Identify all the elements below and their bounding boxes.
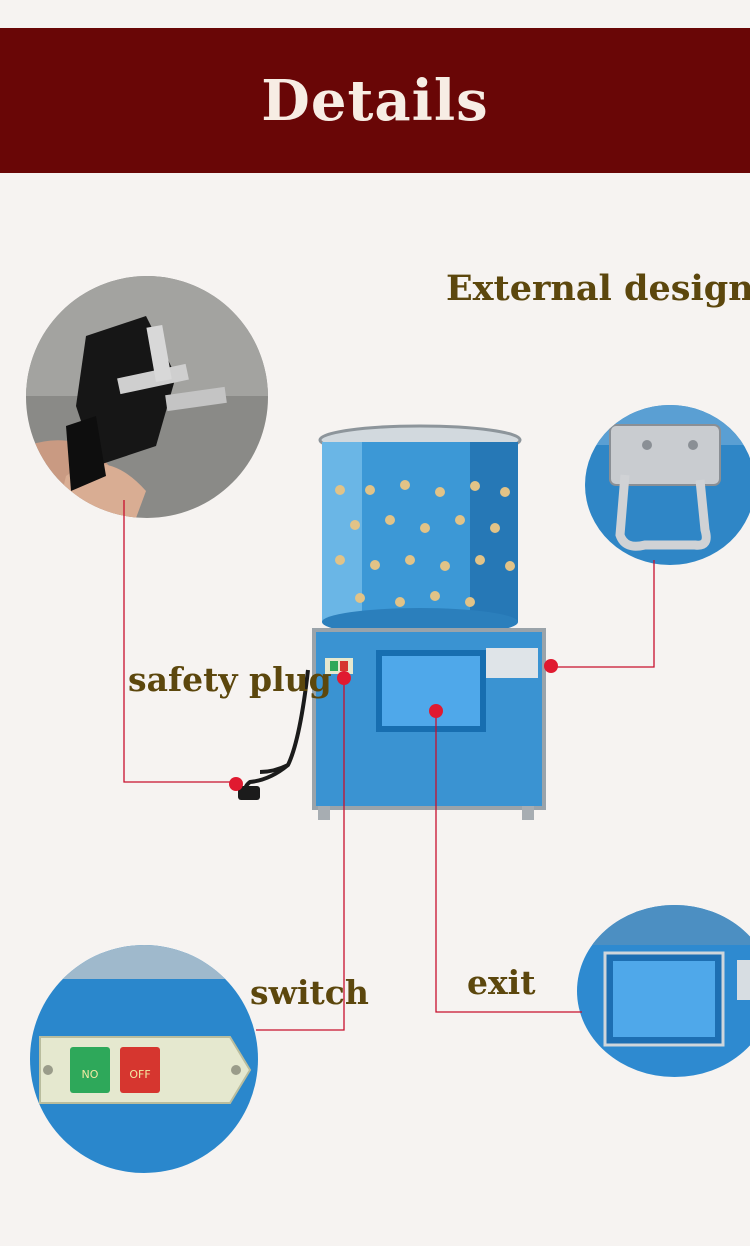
plucker-machine-photo bbox=[230, 420, 570, 830]
exit-label: exit bbox=[467, 963, 536, 1002]
banner-title: Details bbox=[261, 67, 489, 134]
switch-off-label: OFF bbox=[129, 1068, 150, 1081]
details-banner: Details bbox=[0, 28, 750, 173]
switch-photo: NO OFF bbox=[30, 945, 258, 1173]
switch-on-label: NO bbox=[82, 1068, 99, 1081]
section-subtitle: External design bbox=[446, 268, 750, 309]
handle-photo bbox=[585, 405, 750, 565]
exit-photo bbox=[577, 905, 750, 1077]
switch-label: switch bbox=[250, 973, 369, 1012]
safety-plug-label: safety plug bbox=[128, 660, 332, 699]
